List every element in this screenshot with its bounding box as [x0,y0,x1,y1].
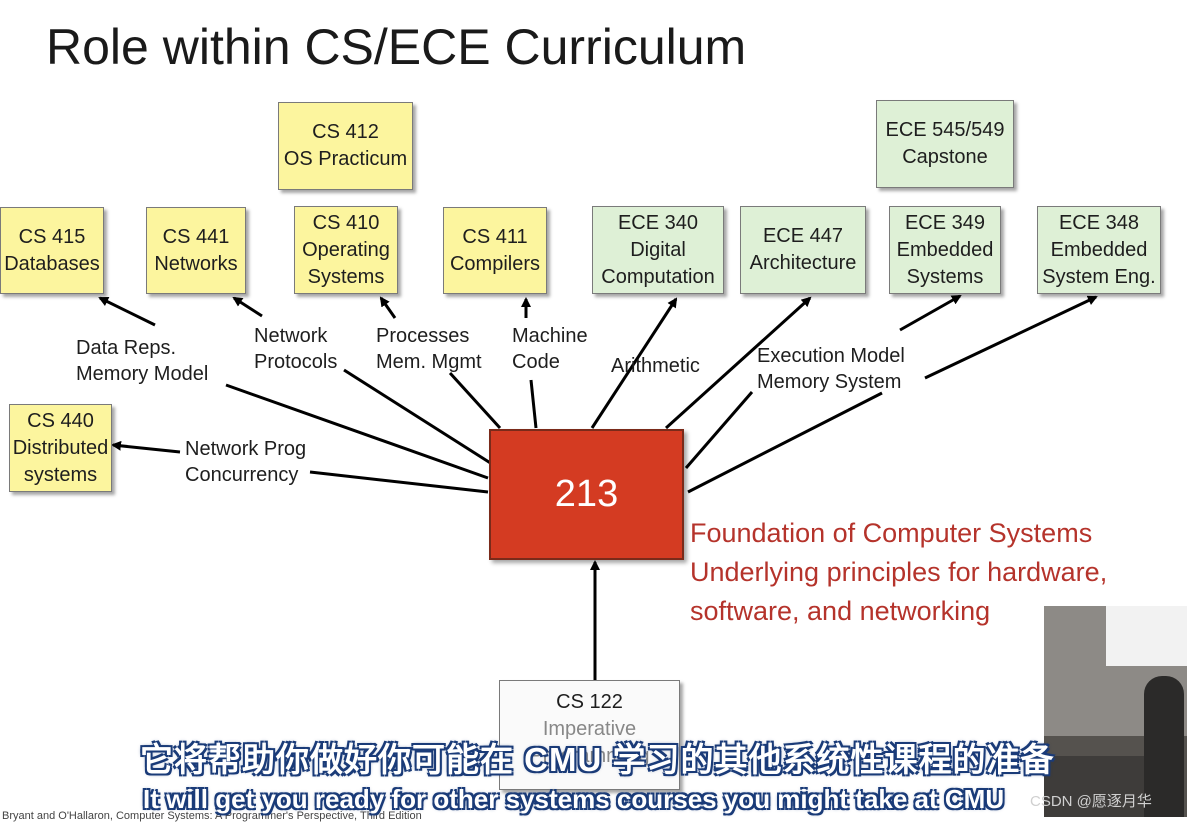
course-cs122: CS 122 Imperative Programming [499,680,680,790]
label-execution-model: Execution Model Memory System [757,343,905,395]
arrow-to-ece340 [590,297,678,429]
course-cs415: CS 415 Databases [0,207,104,294]
course-213: 213 [489,429,684,560]
course-name: Distributed [12,436,109,459]
line-processes [448,371,502,430]
video-desk [1044,756,1144,817]
course-ece545-549: ECE 545/549 Capstone [876,100,1014,188]
course-name: Architecture [749,252,857,274]
video-speaker [1144,676,1184,817]
course-cs440: CS 440 Distributed systems [9,404,112,492]
course-code: CS 411 [462,225,528,248]
course-name: Computation [601,265,715,288]
course-name: Embedded [896,238,994,261]
subtitle-chinese: 它将帮助你做好你可能在 CMU 学习的其他系统性课程的准备 [140,741,1055,778]
course-name: Systems [906,265,984,288]
course-name: Networks [154,252,238,275]
arrow-to-cs415 [98,296,156,327]
course-cs412: CS 412 OS Practicum [278,102,413,190]
course-name: Systems [307,265,385,288]
label-network-protocols: Network Protocols [254,323,337,375]
course-name: OS Practicum [283,148,408,170]
arrow-to-ece447 [664,296,812,430]
course-code: ECE 349 [904,211,986,234]
course-name: Operating [302,238,390,261]
arrow-to-cs440 [111,440,181,454]
label-processes: Processes Mem. Mgmt [376,323,482,375]
course-name: Compilers [449,252,541,275]
course-name: Digital [630,238,686,261]
course-code: CS 410 [312,211,380,234]
course-name: Capstone [902,146,988,168]
course-code: ECE 348 [1058,211,1140,234]
label-line: Protocols [254,351,338,373]
course-code: CS 440 [27,409,94,432]
subtitle-english: It will get you ready for other systems … [143,784,1005,814]
line-network-prog [309,470,489,494]
foundation-line: Underlying principles for hardware, [690,557,1108,587]
course-code: CS 441 [162,225,230,248]
label-line: Network [254,325,328,347]
label-line: Machine [512,325,588,347]
arrow-to-cs441 [232,296,263,318]
course-ece348: ECE 348 Embedded System Eng. [1037,206,1161,294]
video-projector-screen [1106,606,1187,666]
course-name: System Eng. [1042,265,1156,288]
label-line: Memory System [757,371,902,393]
line-network-protocols [343,368,493,466]
course-code: CS 415 [18,225,86,248]
course-name: Programming [529,745,650,767]
foundation-text: Foundation of Computer Systems Underlyin… [690,514,1107,631]
line-to-ece348 [687,391,883,494]
course-code: CS 122 [556,691,623,713]
label-line: Memory Model [76,363,209,385]
course-code: 213 [554,473,619,515]
course-cs410: CS 410 Operating Systems [294,206,398,294]
line-data-reps [225,383,489,480]
course-code: ECE 545/549 [885,119,1005,141]
course-name: Databases [4,252,100,275]
speaker-video-thumbnail [1044,606,1187,817]
course-ece340: ECE 340 Digital Computation [592,206,724,294]
label-machine-code: Machine Code [512,323,588,375]
label-line: Network Prog [185,438,307,460]
arrow-to-ece349 [899,294,962,332]
arrow-to-cs410 [379,296,397,319]
course-name: Imperative [542,718,637,740]
csdn-watermark: CSDN @愿逐月华 [1030,793,1152,810]
course-name: systems [23,463,98,486]
label-network-prog: Network Prog Concurrency [185,436,306,488]
label-line: Data Reps. [76,337,177,359]
course-name: Embedded [1050,238,1148,261]
course-cs411: CS 411 Compilers [443,207,547,294]
course-code: ECE 340 [617,211,699,234]
course-code: CS 412 [312,121,379,143]
label-line: Arithmetic [611,355,700,377]
label-arithmetic: Arithmetic [611,353,700,379]
course-ece447: ECE 447 Architecture [740,206,866,294]
course-code: ECE 447 [762,225,844,247]
foundation-line: software, and networking [690,596,991,626]
course-cs441: CS 441 Networks [146,207,246,294]
label-line: Execution Model [757,345,905,367]
line-machine-code [529,379,538,429]
arrow-to-ece348 [924,295,1098,380]
course-ece349: ECE 349 Embedded Systems [889,206,1001,294]
label-line: Processes [376,325,470,347]
line-execution-model [684,391,754,469]
label-line: Mem. Mgmt [376,351,482,373]
foundation-line: Foundation of Computer Systems [690,518,1093,548]
slide-title: Role within CS/ECE Curriculum [46,19,747,75]
label-line: Code [512,351,560,373]
label-line: Concurrency [185,464,299,486]
label-data-reps: Data Reps. Memory Model [76,335,208,387]
